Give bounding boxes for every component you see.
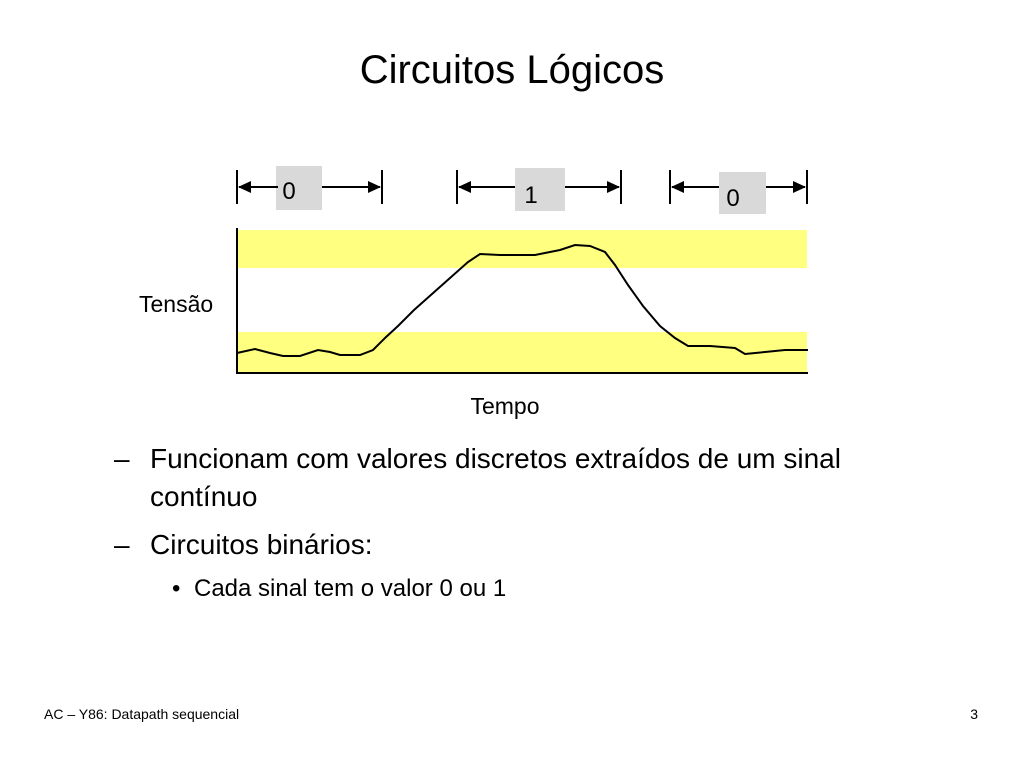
bit-label: 0 bbox=[282, 178, 295, 205]
arrow-left-icon bbox=[458, 181, 471, 193]
x-axis-label: Tempo bbox=[470, 393, 539, 419]
bit-interval-2: 0 bbox=[669, 170, 808, 214]
signal-curve bbox=[236, 243, 808, 357]
bullet-text: Circuitos binários: bbox=[150, 529, 373, 560]
bit-label: 0 bbox=[726, 185, 739, 212]
bullet-item: – Circuitos binários: bbox=[114, 526, 954, 564]
sub-bullet-item: • Cada sinal tem o valor 0 ou 1 bbox=[172, 574, 954, 604]
y-axis-label: Tensão bbox=[139, 291, 213, 317]
arrow-right-icon bbox=[607, 181, 620, 193]
bit-box bbox=[719, 172, 766, 214]
arrow-right-icon bbox=[368, 181, 381, 193]
low-voltage-band bbox=[237, 332, 807, 373]
slide-title: Circuitos Lógicos bbox=[359, 48, 665, 92]
arrow-right-icon bbox=[793, 181, 806, 193]
bullet-item: – Funcionam com valores discretos extraí… bbox=[114, 440, 954, 516]
bit-interval-0: 0 bbox=[236, 166, 383, 210]
bullet-marker: – bbox=[114, 443, 130, 474]
bullet-text: Funcionam com valores discretos extraído… bbox=[150, 443, 841, 512]
bit-box bbox=[276, 166, 322, 210]
page-number: 3 bbox=[970, 706, 978, 722]
bullet-marker: • bbox=[172, 575, 181, 602]
bullet-text: Cada sinal tem o valor 0 ou 1 bbox=[194, 575, 507, 602]
bullet-marker: – bbox=[114, 529, 130, 560]
bit-box bbox=[515, 168, 565, 211]
arrow-left-icon bbox=[238, 181, 251, 193]
arrow-left-icon bbox=[671, 181, 684, 193]
bit-interval-1: 1 bbox=[456, 168, 622, 211]
high-voltage-band bbox=[237, 230, 807, 268]
bit-label: 1 bbox=[524, 182, 537, 209]
bullet-list: – Funcionam com valores discretos extraí… bbox=[114, 440, 954, 604]
footer-course-label: AC – Y86: Datapath sequencial bbox=[44, 706, 240, 722]
